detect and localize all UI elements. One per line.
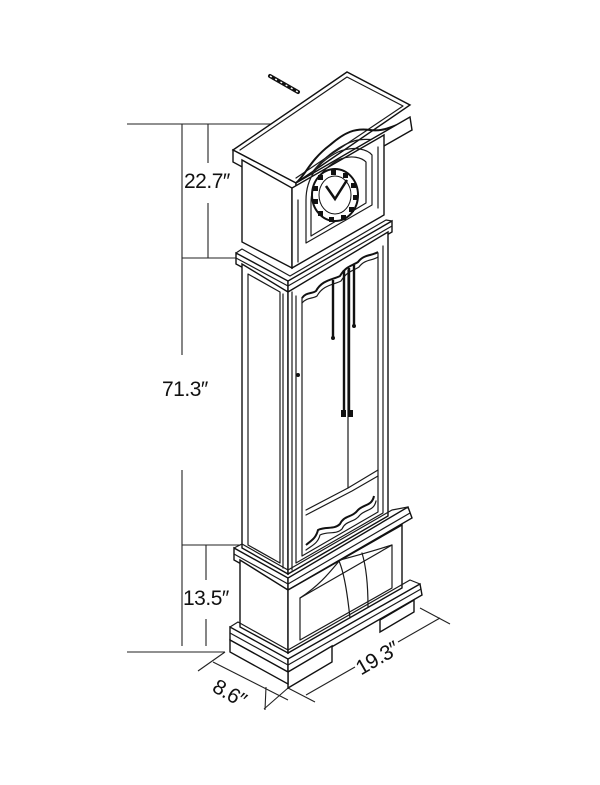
clock-hands: [324, 179, 349, 202]
dimension-lines: [127, 123, 451, 711]
total-height-label: 71.3″: [162, 378, 208, 401]
waist-molding: [235, 219, 393, 294]
base-molding-top: [233, 505, 413, 592]
clock-face: [311, 168, 359, 222]
hood-height-label: 22.7″: [184, 170, 230, 193]
mounting-bracket: [268, 74, 300, 94]
trunk: [241, 230, 389, 576]
hood: [231, 71, 413, 270]
base-height-label: 13.5″: [183, 587, 229, 610]
plinth: [229, 579, 423, 690]
